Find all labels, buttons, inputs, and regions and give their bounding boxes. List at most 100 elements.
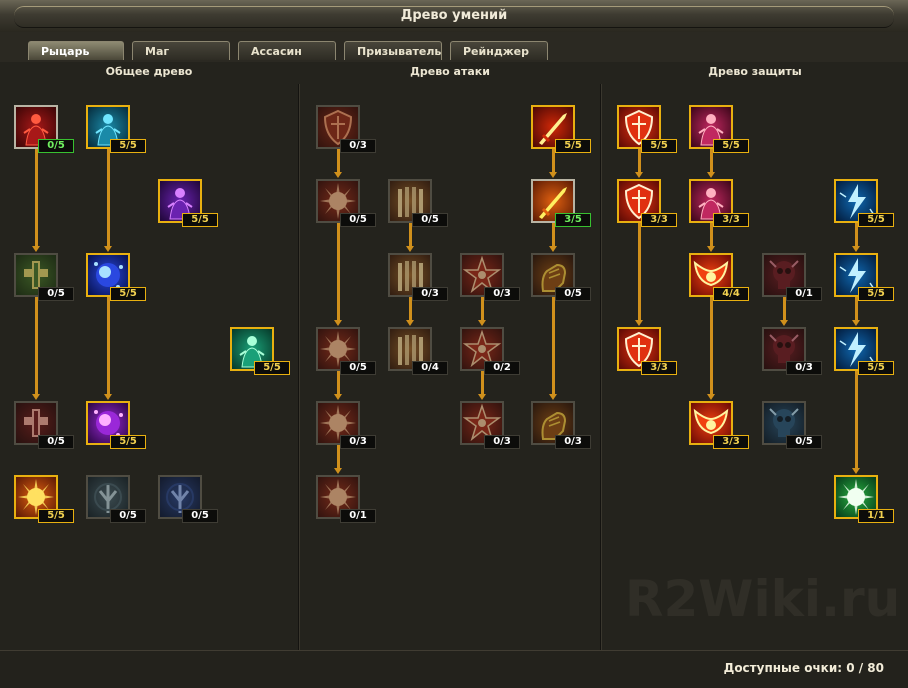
skill-node-g4[interactable]: 0/5 <box>14 253 74 301</box>
blue-orb-icon <box>86 253 130 297</box>
skill-node-a1[interactable]: 0/3 <box>316 105 376 153</box>
prerequisite-arrow <box>32 297 40 400</box>
skill-node-d9[interactable]: 3/3 <box>617 327 677 375</box>
skill-node-d6[interactable]: 4/4 <box>689 253 749 301</box>
footer: Доступные очки: 0 / 80 <box>0 650 908 688</box>
column-divider <box>600 84 602 650</box>
tab-knight[interactable]: Рыцарь <box>28 41 124 60</box>
skill-node-g9[interactable]: 5/5 <box>14 475 74 523</box>
skill-node-g3[interactable]: 5/5 <box>158 179 218 227</box>
skill-node-g8[interactable]: 5/5 <box>86 401 146 449</box>
class-tabs: Рыцарь Маг Ассасин Призыватель Рейнджер <box>0 32 908 63</box>
skill-node-d10[interactable]: 0/3 <box>762 327 822 375</box>
skill-node-d12[interactable]: 3/3 <box>689 401 749 449</box>
skill-trees: Общее древо Древо атаки Древо защиты <box>0 62 908 650</box>
holy-shield-icon <box>617 179 661 223</box>
radiant-wings-icon <box>689 401 733 445</box>
prerequisite-arrow <box>478 297 486 326</box>
skill-node-a10[interactable]: 0/4 <box>388 327 448 375</box>
skill-node-d3[interactable]: 3/3 <box>617 179 677 227</box>
fire-burst-icon <box>316 475 360 519</box>
skill-node-g2[interactable]: 5/5 <box>86 105 146 153</box>
skill-node-d11[interactable]: 5/5 <box>834 327 894 375</box>
skill-level-counter: 0/3 <box>786 361 822 375</box>
skill-node-a4[interactable]: 0/5 <box>388 179 448 227</box>
skill-node-d1[interactable]: 5/5 <box>617 105 677 153</box>
skill-node-g5[interactable]: 5/5 <box>86 253 146 301</box>
skill-node-d7[interactable]: 0/1 <box>762 253 822 301</box>
skill-node-a11[interactable]: 0/2 <box>460 327 520 375</box>
prerequisite-arrow <box>852 297 860 326</box>
skill-level-counter: 5/5 <box>555 139 591 153</box>
skill-node-g6[interactable]: 5/5 <box>230 327 290 375</box>
skill-level-counter: 0/5 <box>786 435 822 449</box>
available-points: Доступные очки: 0 / 80 <box>723 661 884 675</box>
skill-node-a8[interactable]: 0/5 <box>531 253 591 301</box>
skill-level-counter: 0/1 <box>340 509 376 523</box>
attack-tree: Древо атаки <box>300 62 600 650</box>
skill-node-a13[interactable]: 0/3 <box>460 401 520 449</box>
skill-level-counter: 5/5 <box>641 139 677 153</box>
skill-level-counter: 0/2 <box>484 361 520 375</box>
tab-assassin[interactable]: Ассасин <box>238 41 336 60</box>
sword-strike-icon <box>531 179 575 223</box>
skill-node-d2[interactable]: 5/5 <box>689 105 749 153</box>
defense-tree: Древо защиты <box>602 62 908 650</box>
skill-node-d14[interactable]: 1/1 <box>834 475 894 523</box>
prerequisite-arrow <box>852 371 860 474</box>
skill-level-counter: 0/5 <box>412 213 448 227</box>
prerequisite-arrow <box>104 149 112 252</box>
holy-shield-icon <box>617 327 661 371</box>
tab-summoner[interactable]: Призыватель <box>344 41 442 60</box>
fire-star-icon <box>460 401 504 445</box>
prerequisite-arrow <box>635 149 643 178</box>
skill-node-a3[interactable]: 0/5 <box>316 179 376 227</box>
attack-tree-title: Древо атаки <box>410 65 490 78</box>
fire-shield-icon <box>316 105 360 149</box>
skill-level-counter: 5/5 <box>38 509 74 523</box>
skill-level-counter: 3/3 <box>713 435 749 449</box>
prerequisite-arrow <box>334 149 342 178</box>
skill-node-a12[interactable]: 0/3 <box>316 401 376 449</box>
prerequisite-arrow <box>707 223 715 252</box>
skill-level-counter: 5/5 <box>858 361 894 375</box>
skill-node-d4[interactable]: 3/3 <box>689 179 749 227</box>
skill-node-a9[interactable]: 0/5 <box>316 327 376 375</box>
skill-level-counter: 5/5 <box>858 213 894 227</box>
skill-level-counter: 0/5 <box>38 435 74 449</box>
skill-level-counter: 5/5 <box>110 287 146 301</box>
skill-node-g11[interactable]: 0/5 <box>158 475 218 523</box>
skill-node-a2[interactable]: 5/5 <box>531 105 591 153</box>
skill-node-a5[interactable]: 3/5 <box>531 179 591 227</box>
fire-burst-icon <box>316 327 360 371</box>
title-bar[interactable]: Древо умений <box>0 0 908 33</box>
skill-node-a7[interactable]: 0/3 <box>460 253 520 301</box>
skill-level-counter: 5/5 <box>110 435 146 449</box>
skill-node-a15[interactable]: 0/1 <box>316 475 376 523</box>
skill-node-g10[interactable]: 0/5 <box>86 475 146 523</box>
skill-level-counter: 0/4 <box>412 361 448 375</box>
general-tree-title: Общее древо <box>105 65 193 78</box>
prerequisite-arrow <box>334 371 342 400</box>
skill-node-d8[interactable]: 5/5 <box>834 253 894 301</box>
prerequisite-arrow <box>549 223 557 252</box>
skill-level-counter: 0/5 <box>110 509 146 523</box>
tab-mage[interactable]: Маг <box>132 41 230 60</box>
skill-node-a14[interactable]: 0/3 <box>531 401 591 449</box>
skill-node-a6[interactable]: 0/3 <box>388 253 448 301</box>
skill-node-g1[interactable]: 0/5 <box>14 105 74 153</box>
prerequisite-arrow <box>32 149 40 252</box>
prerequisite-arrow <box>852 223 860 252</box>
tab-ranger[interactable]: Рейнджер <box>450 41 548 60</box>
prerequisite-arrow <box>478 371 486 400</box>
skill-level-counter: 3/3 <box>713 213 749 227</box>
skill-level-counter: 0/3 <box>340 139 376 153</box>
skill-node-g7[interactable]: 0/5 <box>14 401 74 449</box>
skill-node-d5[interactable]: 5/5 <box>834 179 894 227</box>
blue-tree-icon <box>158 475 202 519</box>
skill-level-counter: 3/5 <box>555 213 591 227</box>
prerequisite-arrow <box>406 297 414 326</box>
skill-level-counter: 4/4 <box>713 287 749 301</box>
skill-node-d13[interactable]: 0/5 <box>762 401 822 449</box>
